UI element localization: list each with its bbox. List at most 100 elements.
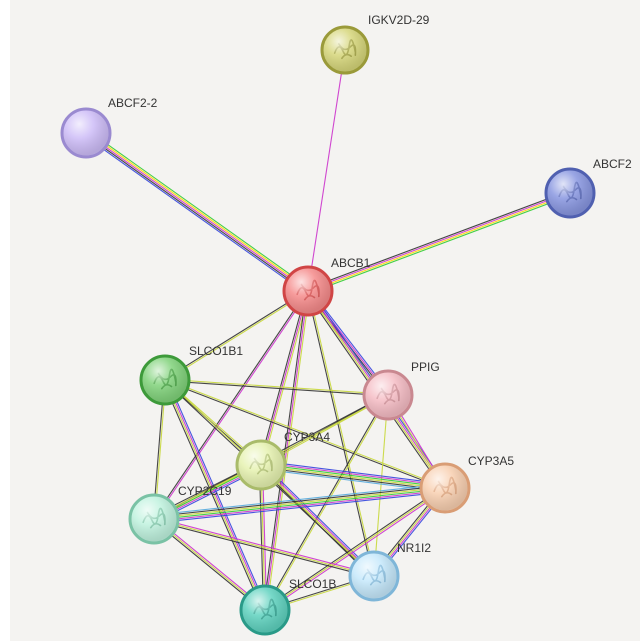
edge-strand xyxy=(264,487,446,611)
edge-strand xyxy=(258,466,373,579)
node-nr1i2[interactable]: NR1I2 xyxy=(348,541,431,602)
edge-cyp3a4-cyp3a5[interactable] xyxy=(260,460,446,493)
node-gloss xyxy=(365,372,411,418)
edge-abcb1-nr1i2[interactable] xyxy=(306,290,376,577)
edge-cyp3a5-cyp2c19[interactable] xyxy=(153,483,446,524)
node-ppig[interactable]: PPIG xyxy=(362,360,440,421)
node-igkv2d-29[interactable]: IGKV2D-29 xyxy=(320,13,430,75)
edge-strand xyxy=(164,289,308,380)
edge-strand xyxy=(165,291,309,382)
node-cyp3a5[interactable]: CYP3A5 xyxy=(419,454,514,514)
node-label: CYP3A5 xyxy=(468,454,514,468)
edge-cyp2c19-nr1i2[interactable] xyxy=(153,516,375,579)
edge-strand xyxy=(308,194,572,294)
edge-strand xyxy=(164,380,388,397)
edge-strand xyxy=(154,516,375,575)
edge-strand xyxy=(154,489,446,522)
node-gloss xyxy=(142,357,188,403)
edge-strand xyxy=(261,463,446,488)
edge-strand xyxy=(260,465,374,577)
node-label: SLCO1B xyxy=(289,577,336,591)
edge-strand xyxy=(306,291,374,577)
edge-ppig-nr1i2[interactable] xyxy=(373,394,389,577)
left-frame-strip xyxy=(0,0,10,641)
edge-strand xyxy=(262,462,377,575)
edge-slco1b1-ppig[interactable] xyxy=(164,378,389,397)
edge-strand xyxy=(260,466,445,491)
edge-strand xyxy=(262,291,311,466)
edge-strand xyxy=(308,290,376,576)
edge-strand xyxy=(166,378,268,610)
edge-strand xyxy=(306,190,570,290)
edge-cyp3a5-slco1b[interactable] xyxy=(263,486,447,612)
node-label: IGKV2D-29 xyxy=(368,13,430,27)
edge-strand xyxy=(153,483,445,516)
node-abcf2[interactable]: ABCF2 xyxy=(544,157,632,219)
node-label: CYP3A4 xyxy=(284,430,330,444)
node-gloss xyxy=(547,170,593,216)
node-abcf2-2[interactable]: ABCF2-2 xyxy=(60,96,158,159)
node-slco1b1[interactable]: SLCO1B1 xyxy=(139,344,243,406)
edge-strand xyxy=(307,49,346,292)
node-label: ABCF2 xyxy=(593,157,632,171)
edge-cyp3a4-nr1i2[interactable] xyxy=(258,462,377,579)
node-label: NR1I2 xyxy=(397,541,431,555)
node-gloss xyxy=(323,28,367,72)
edge-strand xyxy=(84,133,308,293)
edge-slco1b1-slco1b[interactable] xyxy=(162,378,268,612)
edge-abcb1-slco1b1[interactable] xyxy=(164,289,309,382)
edge-strand xyxy=(83,135,307,295)
edge-strand xyxy=(260,468,445,493)
node-cyp2c19[interactable]: CYP2C19 xyxy=(128,484,232,545)
edge-strand xyxy=(261,462,446,487)
node-label: SLCO1B1 xyxy=(189,344,243,358)
edge-strand xyxy=(86,131,310,291)
node-gloss xyxy=(131,496,177,542)
edge-strand xyxy=(308,193,571,293)
node-label: CYP2C19 xyxy=(178,484,232,498)
edge-strand xyxy=(373,394,389,577)
edge-strand xyxy=(85,132,309,292)
edge-strand xyxy=(263,486,445,610)
edge-abcb1-cyp3a4[interactable] xyxy=(258,290,311,466)
edge-strand xyxy=(260,290,309,466)
edge-strand xyxy=(165,379,267,610)
edge-strand xyxy=(153,485,445,518)
node-abcb1[interactable]: ABCB1 xyxy=(282,256,371,317)
edge-igkv2d-29-abcb1[interactable] xyxy=(307,49,346,292)
edge-abcf2-2-abcb1[interactable] xyxy=(83,129,311,295)
node-cyp3a4[interactable]: CYP3A4 xyxy=(235,430,330,491)
edge-strand xyxy=(165,378,446,488)
node-gloss xyxy=(351,553,397,599)
edge-strand xyxy=(154,291,310,520)
edge-strand xyxy=(165,378,389,395)
node-gloss xyxy=(238,442,284,488)
edge-strand xyxy=(164,380,445,490)
node-gloss xyxy=(285,268,331,314)
edge-strand xyxy=(154,488,446,521)
edge-strand xyxy=(153,520,374,579)
edge-strand xyxy=(260,465,445,490)
node-gloss xyxy=(242,587,288,633)
edge-strand xyxy=(261,460,446,485)
edge-strand xyxy=(163,380,265,611)
edge-strand xyxy=(87,129,311,289)
node-label: PPIG xyxy=(411,360,440,374)
edge-strand xyxy=(258,290,307,465)
edge-strand xyxy=(265,488,447,612)
node-label: ABCF2-2 xyxy=(108,96,158,110)
node-slco1b[interactable]: SLCO1B xyxy=(239,577,336,636)
edge-strand xyxy=(153,518,375,577)
edge-strand xyxy=(261,464,375,576)
edge-strand xyxy=(153,486,445,519)
edge-strand xyxy=(263,394,388,610)
edge-strand xyxy=(154,491,446,524)
edge-slco1b1-cyp3a5[interactable] xyxy=(164,378,446,490)
node-gloss xyxy=(422,465,468,511)
node-gloss xyxy=(63,110,109,156)
edge-strand xyxy=(307,191,570,291)
edge-abcf2-abcb1[interactable] xyxy=(306,190,572,294)
